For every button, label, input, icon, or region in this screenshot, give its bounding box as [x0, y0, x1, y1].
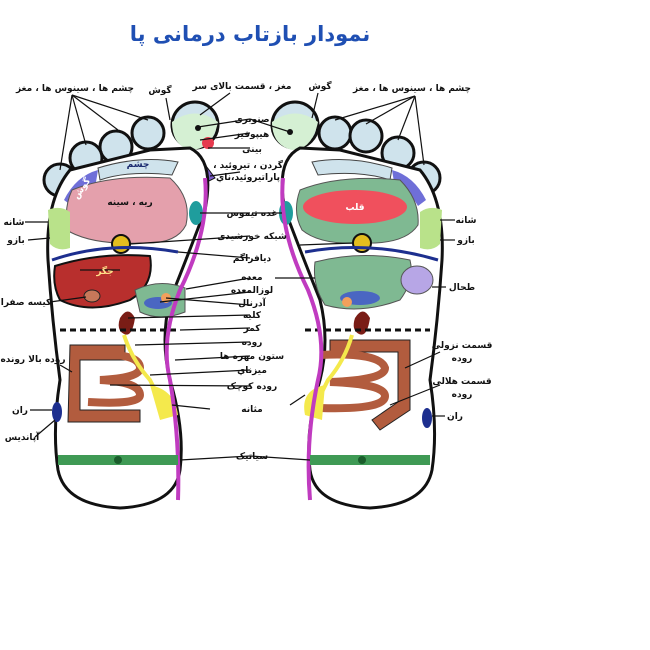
left-colon	[67, 344, 141, 423]
left-bladder	[150, 385, 178, 420]
label-sciatic: سیاتیک	[236, 452, 268, 462]
right-thigh-zone	[422, 408, 432, 428]
label-thigh-right: ران	[447, 412, 463, 422]
label-spine: ستون مهره ها	[220, 352, 284, 362]
right-adrenal	[342, 297, 352, 307]
left-thigh-zone	[52, 402, 62, 422]
page-title: نمودار بازتاب درمانی پا	[129, 22, 371, 46]
left-gallbladder	[83, 289, 101, 303]
label-appendix: آپاندیس	[5, 431, 40, 443]
label-shoulder-left: شانه	[3, 218, 24, 228]
left-nose-dot	[202, 137, 214, 149]
left-foot	[42, 100, 220, 510]
left-ureter	[122, 334, 162, 401]
label-group: چشم ها ، سینوس ها ، مغز گوش مغز ، قسمت ب…	[0, 80, 492, 462]
right-shoulder-zone	[420, 207, 442, 250]
label-kidney: کلیه	[243, 311, 262, 321]
label-eye-zone: چشم	[127, 160, 150, 170]
left-liver	[53, 254, 152, 309]
label-descending-colon-1: قسمت نزولی	[432, 341, 493, 351]
label-waist: کمر	[243, 324, 262, 334]
label-spleen: طحال	[449, 283, 475, 293]
left-spine	[164, 177, 208, 501]
right-spleen	[400, 265, 434, 295]
left-shoulder-zone	[48, 207, 70, 250]
label-ascending-colon: روده بالا رونده	[0, 355, 65, 365]
label-heart: قلب	[345, 203, 364, 213]
label-ear-right: گوش	[308, 80, 332, 92]
label-stomach: معده	[241, 273, 262, 283]
label-solar-plexus: شبکه خورشیدی	[217, 232, 287, 242]
label-thigh-left: ران	[12, 406, 28, 416]
label-pituitary: هیپوفیز	[234, 130, 269, 140]
left-sciatic-dot	[114, 456, 122, 464]
label-sigmoid-2: روده	[452, 390, 473, 400]
label-pancreas: لوزالمعده	[231, 286, 273, 296]
label-sigmoid-1: قسمت هلالی	[432, 377, 491, 387]
label-bladder: مثانه	[241, 405, 262, 415]
right-ear-band	[392, 170, 426, 206]
label-ureter: میزناي	[237, 366, 267, 376]
label-ear-left: گوش	[148, 84, 172, 96]
label-parathyroid: پاراتیروئید،ناي	[216, 173, 280, 183]
right-brain-zone	[272, 113, 318, 150]
label-neck-thyroid: گردن ، تیروئید ،	[213, 159, 284, 171]
label-pineal: صنوبری	[234, 115, 269, 125]
right-spine	[280, 177, 324, 501]
right-foot	[270, 100, 444, 510]
label-thymus: غده تیموس	[227, 209, 278, 219]
right-diaphragm	[304, 246, 439, 262]
right-stomach	[314, 255, 412, 310]
label-small-intestine: روده کوچک	[227, 382, 277, 392]
right-toe-2	[317, 115, 353, 151]
label-eyes-sinus-right: چشم ها ، سینوس ها ، مغز	[352, 84, 471, 94]
label-eyes-sinus-left: چشم ها ، سینوس ها ، مغز	[15, 84, 134, 94]
pointer-lines	[25, 92, 455, 461]
left-solar-plexus	[111, 234, 131, 254]
right-heart	[303, 190, 407, 224]
label-lung-chest: ریه ، سینه	[107, 198, 152, 208]
left-diaphragm	[51, 246, 179, 262]
label-intestine: روده	[242, 338, 263, 348]
label-gallbladder: کیسه صفرا	[1, 298, 52, 308]
label-arm-right: بازو	[456, 236, 475, 246]
label-diaphragm: دیافراگم	[233, 252, 272, 264]
right-small-intestine	[319, 350, 390, 413]
label-nose: بینی	[242, 145, 262, 155]
left-thymus	[189, 201, 203, 225]
label-liver: جگر	[95, 265, 113, 277]
right-ureter	[316, 334, 354, 401]
label-brain-top: مغز ، قسمت بالای سر	[192, 82, 292, 92]
left-toe-2	[130, 115, 166, 151]
label-adrenal: آدرنال	[238, 297, 266, 309]
label-arm-left: بازو	[6, 236, 25, 246]
left-eye-band	[97, 159, 179, 181]
right-eye-band	[311, 159, 393, 181]
label-descending-colon-2: روده	[452, 354, 473, 364]
label-shoulder-right: شانه	[455, 216, 476, 226]
right-toe-3	[348, 118, 384, 154]
right-sciatic	[310, 455, 430, 465]
right-sciatic-dot	[358, 456, 366, 464]
